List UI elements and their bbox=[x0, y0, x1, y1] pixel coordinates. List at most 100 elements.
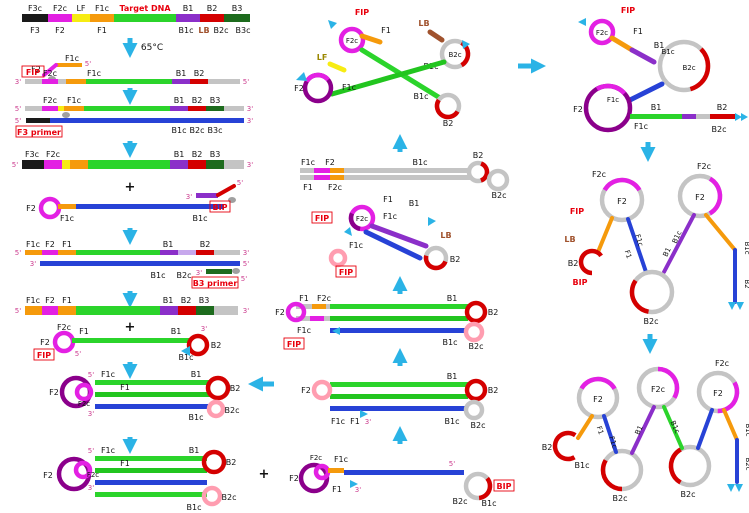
s4-b1c: B1c bbox=[151, 271, 166, 280]
s6-f2c: F2c bbox=[78, 400, 90, 408]
s6-f2: F2 bbox=[49, 388, 59, 397]
m1-lf-label: LF bbox=[317, 53, 328, 62]
p3-bip-label: BIP bbox=[497, 482, 512, 491]
s2-b1: B1 bbox=[174, 96, 185, 105]
s5-f2: F2 bbox=[45, 296, 55, 305]
s2-b1c: B1c bbox=[172, 126, 187, 135]
middle-new-seed-plus-bip: + F2 F2c F1c F1 3' 5' B2c BIP B1c bbox=[259, 454, 515, 508]
s2-3p: 3' bbox=[247, 105, 253, 113]
p2-b2c: B2c bbox=[471, 421, 486, 430]
s5-3p-seed: 3' bbox=[201, 325, 207, 333]
legend-f2c: F2c bbox=[53, 4, 67, 13]
p3-f2c: F2c bbox=[310, 454, 322, 462]
s5-3p: 3' bbox=[243, 307, 249, 315]
m1-f2: F2 bbox=[294, 84, 304, 93]
s1-f2c: F2c bbox=[43, 69, 57, 78]
temperature-label: 65°C bbox=[141, 43, 163, 53]
s4-f1: F1 bbox=[62, 240, 72, 249]
s4-3p-primer: 3' bbox=[196, 269, 202, 277]
s2-f2c: F2c bbox=[43, 96, 57, 105]
s3-f2-loop: F2 bbox=[26, 204, 36, 213]
r1-b1-upper: B1 bbox=[654, 41, 665, 50]
r3-b2c-d: B2c bbox=[613, 494, 628, 503]
r3-b1: B1 bbox=[634, 424, 645, 436]
s5-fip-label: FIP bbox=[37, 351, 51, 360]
s1-f1c-primer: F1c bbox=[65, 54, 79, 63]
s3-b1: B1 bbox=[174, 150, 185, 159]
s5-b2-loop: B2 bbox=[211, 341, 222, 350]
r1-b2c-lower: B2c bbox=[712, 125, 727, 134]
middle-ds-amplicon-1: F1 F2c F1c F2 FIP B1 B2 B1c B2c bbox=[275, 294, 498, 351]
s5-b2: B2 bbox=[181, 296, 192, 305]
s3-plus: + bbox=[125, 180, 136, 195]
s2-f1c: F1c bbox=[67, 96, 81, 105]
r2-b1c-right: B1c bbox=[743, 241, 749, 254]
s7-f1c: F1c bbox=[101, 446, 115, 455]
m2-b2-loop: B2 bbox=[450, 255, 461, 264]
legend-f1c: F1c bbox=[95, 4, 109, 13]
p3-b1c: B1c bbox=[482, 499, 497, 508]
p2-b2: B2 bbox=[488, 386, 499, 395]
s2-b3c: B3c bbox=[208, 126, 223, 135]
s3-b3: B3 bbox=[210, 150, 221, 159]
r3-f2-c: F2 bbox=[713, 389, 723, 398]
r3-b2-left: B2 bbox=[542, 443, 553, 452]
s7-f2: F2 bbox=[43, 471, 53, 480]
r1-b1-lower: B1 bbox=[651, 103, 662, 112]
s6-b1: B1 bbox=[191, 370, 202, 379]
s1-f1c: F1c bbox=[87, 69, 101, 78]
r2-f2c-left: F2c bbox=[592, 170, 606, 179]
r3-b2c-right: B2c bbox=[744, 457, 749, 470]
m2-f2: F2 bbox=[325, 158, 335, 167]
step5-dsdna-plus-seed: F1c F2 F1 B1 B2 B3 5' 3' + F2c F2 FIP 5'… bbox=[15, 296, 249, 362]
p3-f1: F1 bbox=[332, 485, 342, 494]
s4-3p-b: 3' bbox=[30, 260, 36, 268]
m2-fip-label-2: FIP bbox=[339, 268, 353, 277]
arrow-denature: 65°C bbox=[122, 38, 163, 58]
s3-bip-label: BIP bbox=[213, 203, 228, 212]
s2-3p-b: 3' bbox=[247, 117, 253, 125]
s5-f1-seed: F1 bbox=[79, 327, 89, 336]
s6-b2c: B2c bbox=[225, 406, 240, 415]
s6-b2: B2 bbox=[230, 384, 241, 393]
step3-strand-release-bip: F3c F2c B1 B2 B3 5' 3' + F2 F1c 3' BIP B… bbox=[12, 150, 253, 223]
r3-b1c: B1c bbox=[668, 420, 681, 435]
s4-b1: B1 bbox=[163, 240, 174, 249]
s7-f2c: F2c bbox=[87, 471, 99, 479]
s3-f1c: F1c bbox=[60, 214, 74, 223]
s5-f1: F1 bbox=[62, 296, 72, 305]
s5-plus: + bbox=[125, 320, 136, 335]
r3-f2c-b: F2c bbox=[651, 385, 665, 394]
s4-f2: F2 bbox=[45, 240, 55, 249]
r2-b2-right: B2 bbox=[743, 279, 749, 288]
p2-b1: B1 bbox=[447, 372, 458, 381]
m2-f2c: F2c bbox=[328, 183, 342, 192]
s4-b3-primer-label: B3 primer bbox=[193, 279, 238, 288]
p2-f1c: F1c bbox=[331, 417, 345, 426]
m1-fip-label: FIP bbox=[355, 8, 369, 17]
s2-b3: B3 bbox=[210, 96, 221, 105]
s3-5p: 5' bbox=[12, 161, 18, 169]
m1-b1c-bottom: B1c bbox=[414, 92, 429, 101]
s7-f1: F1 bbox=[120, 459, 130, 468]
s6-f1: F1 bbox=[120, 383, 130, 392]
m1-lb-label: LB bbox=[418, 19, 429, 28]
s7-b1c: B1c bbox=[187, 503, 202, 512]
r2-f2-right: F2 bbox=[695, 193, 705, 202]
middle-hairpin-synthesis: F1c F2 F1 F2c B1c B2 B2c F1 B1 F2c FIP F… bbox=[300, 151, 510, 278]
p3-3p: 3' bbox=[355, 486, 361, 494]
right-cauliflower-1: F2c F2 F2c F2 FIP LB BIP B2 F1c F1 B1c B… bbox=[564, 162, 749, 326]
m2-f1-mid: F1 bbox=[383, 195, 393, 204]
s5-b3: B3 bbox=[199, 296, 210, 305]
s5-f2-loop: F2 bbox=[40, 338, 50, 347]
s1-f2-primer: F2 bbox=[31, 65, 41, 74]
step4-bip-extension-b3: F1c F2 F1 B1 B2 5' 3' 3' 5' B1c B2c 3' 5… bbox=[15, 240, 249, 289]
s5-f2c: F2c bbox=[57, 323, 71, 332]
s2-5p-b: 5' bbox=[15, 117, 21, 125]
s5-5p-seed: 5' bbox=[75, 350, 81, 358]
p3-b2c: B2c bbox=[453, 497, 468, 506]
legend-f3c: F3c bbox=[28, 4, 42, 13]
p1-b1c: B1c bbox=[443, 338, 458, 347]
p1-f2: F2 bbox=[275, 308, 285, 317]
